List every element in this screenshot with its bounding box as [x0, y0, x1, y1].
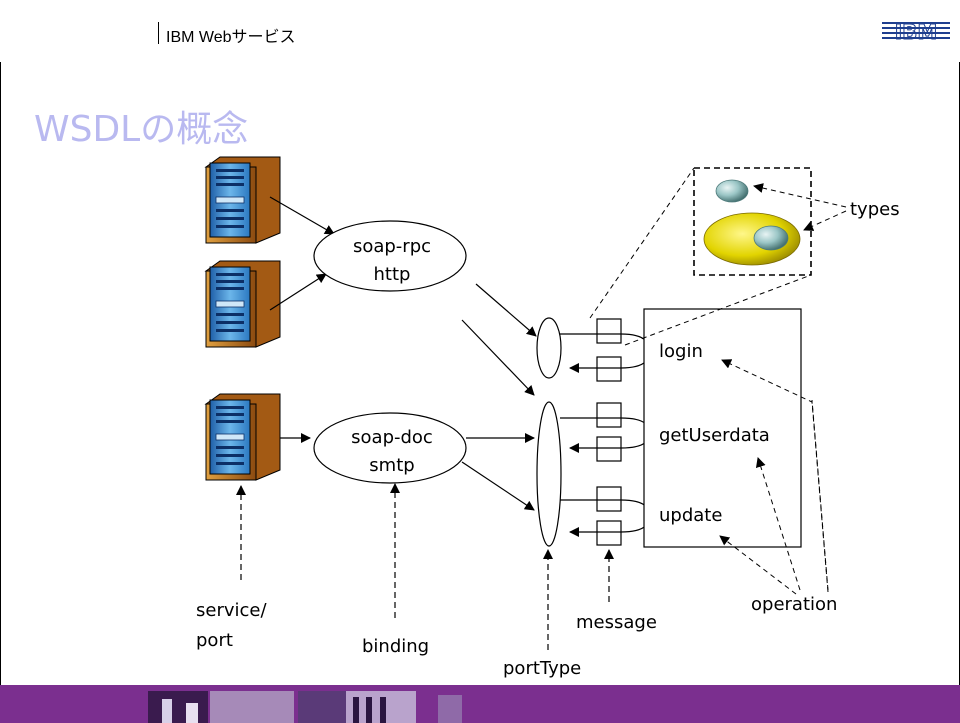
message-label: message: [576, 612, 657, 633]
message-box: [596, 436, 622, 462]
operation-getuserdata: getUserdata: [659, 425, 770, 446]
operation-label: operation: [751, 594, 837, 615]
binding-to-porttype-arrow: [461, 319, 535, 396]
message-box: [596, 402, 622, 428]
server-icon: [205, 156, 281, 244]
port-label: port: [196, 630, 233, 651]
wsdl-diagram: soap-rpc http soap-doc smtp login getUse…: [196, 156, 900, 679]
service-label: service/: [196, 600, 267, 621]
slide-header: IBM Webサービス IBM: [0, 0, 960, 62]
server-icon: [205, 260, 281, 348]
binding-to-porttype-arrow: [475, 283, 537, 337]
types-pointer: [803, 210, 847, 231]
types-pointer: [753, 183, 847, 208]
operation-update: update: [659, 505, 722, 526]
binding-label: binding: [362, 636, 429, 657]
message-box: [596, 356, 622, 382]
type-small-ellipse: [715, 179, 749, 203]
message-types-link: [589, 167, 695, 319]
type-big-ellipse: [703, 212, 801, 266]
binding-rpc-protocol: soap-rpc: [353, 236, 431, 257]
footer-photo-strip: [148, 685, 488, 723]
binding-ellipse-rpc: [313, 220, 467, 292]
message-box: [596, 486, 622, 512]
operation-login: login: [659, 341, 703, 362]
header-title: IBM Webサービス: [166, 29, 296, 46]
porttype-label: portType: [503, 658, 581, 679]
operation-pointer: [719, 535, 797, 595]
porttype-ellipse: [536, 401, 562, 547]
porttype-ellipse: [536, 317, 562, 379]
message-types-link: [624, 274, 812, 346]
ibm-logo: IBM: [882, 20, 950, 44]
header-separator: [158, 22, 159, 44]
binding-rpc-transport: http: [374, 264, 411, 285]
message-box: [596, 520, 622, 546]
server-icon: [205, 393, 281, 481]
types-label: types: [850, 199, 900, 220]
types-box: [693, 167, 812, 276]
svg-text:IBM: IBM: [895, 20, 938, 44]
operation-pointer: [721, 359, 829, 593]
binding-doc-transport: smtp: [369, 455, 414, 476]
server-to-binding-arrow: [269, 273, 327, 311]
server-to-binding-arrow: [269, 196, 335, 235]
binding-to-porttype-arrow: [461, 461, 535, 511]
operation-pointer: [811, 399, 829, 591]
slide-title: WSDLの概念: [34, 109, 249, 150]
type-nested-ellipse: [753, 225, 789, 251]
operations-box: [643, 308, 802, 548]
binding-doc-protocol: soap-doc: [351, 427, 433, 448]
message-box: [596, 318, 622, 344]
